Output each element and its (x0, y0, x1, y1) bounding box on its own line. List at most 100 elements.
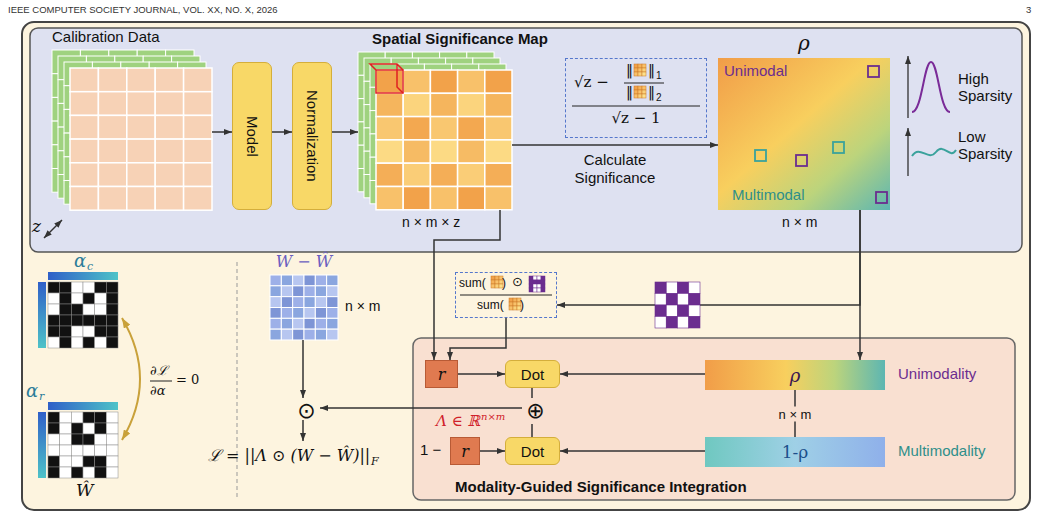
art-shape (491, 276, 503, 288)
binary-cell (60, 293, 72, 304)
data-cell (127, 92, 155, 116)
low-sparsity-curve (912, 149, 956, 156)
top-panel (30, 28, 1022, 252)
node-text: sum( (477, 298, 504, 312)
connector (450, 318, 506, 360)
mask-cell (655, 317, 666, 329)
art-shape (529, 276, 545, 292)
binary-cell (71, 423, 83, 434)
art-shape (58, 56, 200, 198)
data-cell (127, 115, 155, 139)
figure-label: 2 (656, 92, 662, 103)
binary-cell (60, 423, 72, 434)
significance-cell (403, 93, 430, 116)
binary-cell (71, 467, 83, 478)
figure-label: r (39, 390, 44, 403)
node-text: ) (502, 276, 506, 290)
mask-cell (655, 305, 666, 317)
binary-cell (48, 467, 60, 478)
connector (480, 450, 505, 452)
art-shape (655, 282, 700, 328)
connector (557, 210, 860, 305)
mask-icon (537, 280, 541, 284)
binary-cell (95, 293, 107, 304)
mask-icon (537, 284, 541, 288)
data-cell (127, 139, 155, 163)
data-cell (70, 115, 98, 139)
data-cell (184, 187, 212, 211)
cube-icon (634, 68, 638, 72)
cube-icon (509, 298, 513, 302)
cube-icon (642, 86, 646, 90)
mask-cell (666, 305, 677, 317)
data-cell (155, 139, 183, 163)
connector (272, 131, 292, 133)
data-cell (70, 92, 98, 116)
binary-cell (95, 467, 107, 478)
significance-cell (376, 163, 403, 186)
binary-cell (71, 293, 83, 304)
binary-cell (48, 412, 60, 423)
cube-icon (638, 86, 642, 90)
residual-cell (293, 307, 304, 318)
cube-highlight (370, 64, 403, 93)
residual-cell (281, 329, 292, 340)
connector (212, 131, 232, 133)
figure-label: Multimodality (898, 442, 986, 459)
mask-cell (689, 294, 700, 306)
mask-cell (678, 282, 689, 294)
process-box: Model (232, 62, 272, 210)
art-shape (48, 412, 118, 478)
connector (458, 373, 505, 375)
binary-cell (48, 304, 60, 315)
connector (560, 450, 705, 452)
node-text: Spatial Significance Map (372, 30, 548, 47)
binary-cell (106, 423, 118, 434)
binary-cell (71, 456, 83, 467)
sum-symbol: ⊕ (522, 398, 549, 424)
dot-box: Dot (505, 360, 560, 388)
figure-label: F (371, 455, 379, 468)
significance-tensor: Spatial Significance Map (358, 52, 512, 210)
data-cell (98, 115, 126, 139)
residual-cell (270, 286, 281, 297)
edge-label: n × m (776, 406, 815, 421)
sample-square (755, 150, 766, 161)
residual-cell (293, 329, 304, 340)
art-shape (655, 282, 700, 328)
binary-cell (95, 304, 107, 315)
rho-map (718, 58, 890, 210)
binary-cell (83, 337, 95, 348)
node-text: √z − (574, 73, 609, 91)
sample-square (868, 66, 879, 77)
residual-cell (304, 329, 315, 340)
cube-icon (491, 276, 495, 280)
cube-icon (491, 284, 495, 288)
figure-label: ‖ (626, 84, 633, 100)
cube-highlight (376, 70, 403, 93)
residual-cell (281, 318, 292, 329)
residual-cell (327, 318, 338, 329)
node-text: W − Ŵ (270, 252, 338, 271)
figure-label: α (26, 380, 38, 401)
binary-cell (48, 326, 60, 337)
mask-cell (678, 317, 689, 329)
mask-icon (537, 276, 541, 280)
significance-cell (458, 140, 485, 163)
connector (531, 424, 533, 437)
art-shape (70, 68, 212, 210)
mask-icon (529, 288, 533, 292)
significance-cell (403, 70, 430, 93)
node-text: Modality-Guided Significance Integration (455, 478, 747, 495)
binary-cell (83, 282, 95, 293)
data-cell (155, 68, 183, 92)
residual-cell (315, 286, 326, 297)
cube-icon (495, 276, 499, 280)
data-cell (184, 68, 212, 92)
binary-cell (48, 423, 60, 434)
binary-cell (95, 337, 107, 348)
data-cell (184, 139, 212, 163)
significance-cell (458, 70, 485, 93)
cube-icon (509, 306, 513, 310)
connector (512, 144, 718, 146)
